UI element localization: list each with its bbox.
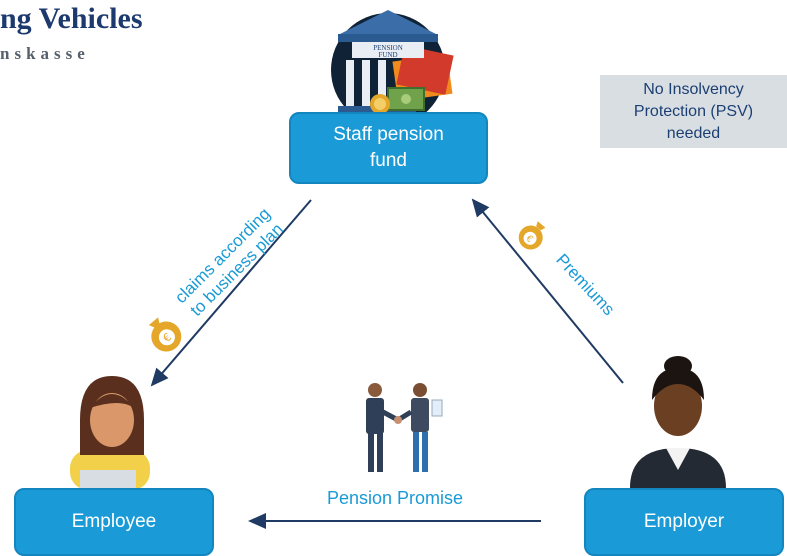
handshake-icon [366,383,443,472]
insolvency-note: No Insolvency Protection (PSV) needed [600,75,787,148]
note-line3: needed [666,124,721,142]
svg-text:€: € [524,234,535,246]
header-subtitle: nskasse [0,44,90,63]
fund-icon-caption-1: PENSION [373,44,403,52]
staff-pension-fund-box: Staff pension fund [289,112,488,184]
note-line1: No Insolvency [643,80,744,98]
employer-avatar-icon [630,356,726,488]
note-line2: Protection (PSV) [633,102,754,120]
header-title: ng Vehicles [0,2,143,35]
employer-box: Employer [584,488,784,556]
money-bag-euro-icon: € [518,221,546,250]
fund-icon-caption-2: FUND [378,51,397,59]
employee-box: Employee [14,488,214,556]
claims-arrow [150,199,312,387]
employee-avatar-icon [70,376,150,492]
fund-label-line2: fund [370,150,407,171]
money-bag-euro-icon: € [148,317,182,352]
premiums-arrow [471,198,624,384]
bank-building-icon: PENSION FUND [331,10,454,127]
fund-label-line1: Staff pension [333,124,444,145]
pension-promise-label: Pension Promise [326,488,464,508]
